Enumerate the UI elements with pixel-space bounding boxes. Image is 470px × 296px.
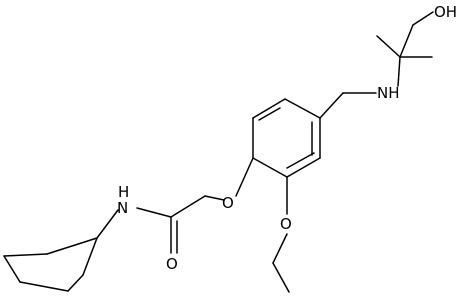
bond — [286, 157, 321, 178]
aromatic-bond — [286, 152, 315, 169]
bond — [376, 35, 401, 58]
aromatic-bond — [258, 107, 281, 121]
amide-nitrogen-label: N — [117, 199, 128, 217]
aryloxy-acetamide — [96, 157, 254, 254]
ethoxy-oxygen-label: O — [280, 215, 292, 233]
bond — [46, 237, 98, 255]
bond — [272, 233, 288, 264]
bond — [252, 157, 288, 178]
hydroxymethyl-branch — [376, 11, 434, 87]
bond — [204, 195, 225, 201]
bond — [136, 207, 172, 218]
bond — [82, 237, 98, 276]
bond — [235, 157, 254, 197]
cyclohexyl-ring — [3, 237, 98, 292]
hydroxyl-label: OH — [434, 3, 457, 21]
amine-nh-label: NH — [377, 84, 400, 102]
bond — [3, 253, 48, 257]
benzene-ring — [252, 98, 321, 178]
bond — [412, 11, 434, 26]
ethoxy-group — [272, 176, 290, 293]
ring-ether-oxygen-label: O — [222, 194, 234, 212]
bond — [252, 98, 286, 119]
bond — [319, 92, 344, 119]
amide-hydrogen-label: H — [118, 183, 129, 201]
amine-link — [319, 92, 377, 119]
bond — [397, 56, 401, 87]
bond — [399, 24, 414, 58]
bond — [170, 195, 206, 218]
bond — [19, 281, 69, 292]
bond — [272, 262, 290, 293]
carbonyl-oxygen-label: O — [166, 255, 178, 273]
bond — [67, 274, 84, 292]
bond — [96, 209, 119, 239]
bond — [284, 98, 321, 119]
bond — [3, 255, 21, 283]
